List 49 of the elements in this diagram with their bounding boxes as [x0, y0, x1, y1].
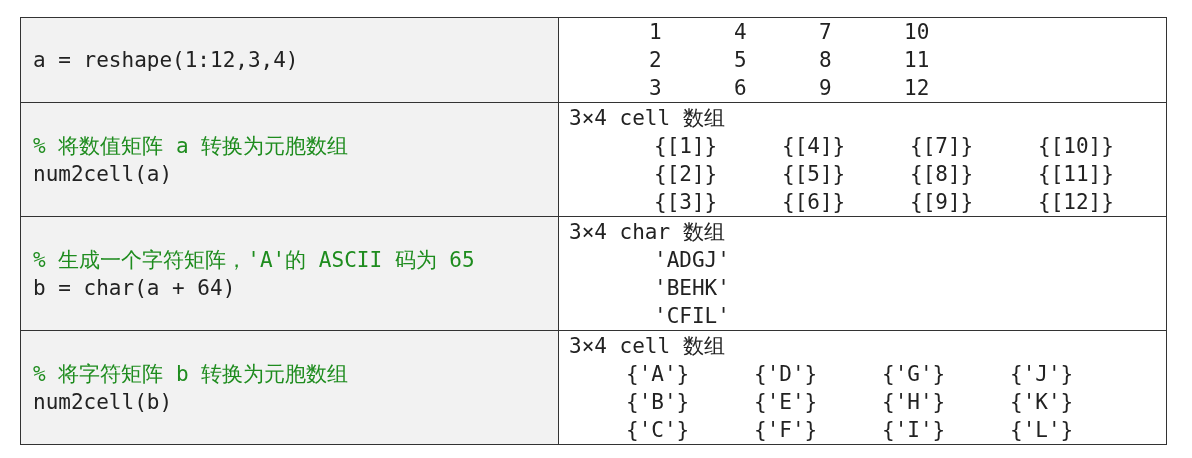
output-value: {'K'}: [1010, 388, 1074, 416]
output-value: {[12]}: [1038, 188, 1114, 216]
matrix-value: 12: [904, 75, 930, 102]
matrix-value: 5: [734, 47, 747, 74]
matrix-value: 6: [734, 75, 747, 102]
matrix-value: 11: [904, 47, 930, 74]
output-header: 3×4 cell 数组: [568, 332, 726, 360]
code-comment: % 将字符矩阵 b 转换为元胞数组: [33, 360, 350, 388]
output-value: {'G'}: [882, 360, 946, 388]
output-value: {[10]}: [1038, 132, 1114, 160]
matrix-value: 1: [649, 19, 662, 46]
matrix-value: 9: [819, 75, 832, 102]
output-value: 'CFIL': [654, 302, 730, 330]
output-value: {[7]}: [910, 132, 974, 160]
output-value: {'A'}: [626, 360, 690, 388]
output-value: {[2]}: [654, 160, 718, 188]
output-header: 3×4 cell 数组: [568, 104, 726, 132]
output-value: {'C'}: [626, 416, 690, 444]
output-value: 'BEHK': [654, 274, 730, 302]
output-value: {'J'}: [1010, 360, 1074, 388]
code-line: num2cell(a): [33, 160, 174, 188]
output-value: {'E'}: [754, 388, 818, 416]
output-value: {[8]}: [910, 160, 974, 188]
output-value: {'L'}: [1010, 416, 1074, 444]
code-line: b = char(a + 64): [33, 274, 237, 302]
matrix-value: 10: [904, 19, 930, 46]
code-comment: % 将数值矩阵 a 转换为元胞数组: [33, 132, 350, 160]
output-value: {[9]}: [910, 188, 974, 216]
output-value: {[11]}: [1038, 160, 1114, 188]
output-value: {'H'}: [882, 388, 946, 416]
output-value: {[3]}: [654, 188, 718, 216]
output-header: 3×4 char 数组: [568, 218, 726, 246]
output-value: {'I'}: [882, 416, 946, 444]
matrix-value: 7: [819, 19, 832, 46]
code-line: num2cell(b): [33, 388, 174, 416]
matrix-value: 2: [649, 47, 662, 74]
matrix-value: 4: [734, 19, 747, 46]
output-value: {'F'}: [754, 416, 818, 444]
matrix-value: 3: [649, 75, 662, 102]
output-value: {[1]}: [654, 132, 718, 160]
output-value: {'B'}: [626, 388, 690, 416]
output-value: {[4]}: [782, 132, 846, 160]
output-value: {[6]}: [782, 188, 846, 216]
output-value: {[5]}: [782, 160, 846, 188]
output-value: 'ADGJ': [654, 246, 730, 274]
code-comment: % 生成一个字符矩阵，'A'的 ASCII 码为 65: [33, 246, 476, 274]
output-value: {'D'}: [754, 360, 818, 388]
matrix-value: 8: [819, 47, 832, 74]
code-line: a = reshape(1:12,3,4): [33, 47, 300, 74]
